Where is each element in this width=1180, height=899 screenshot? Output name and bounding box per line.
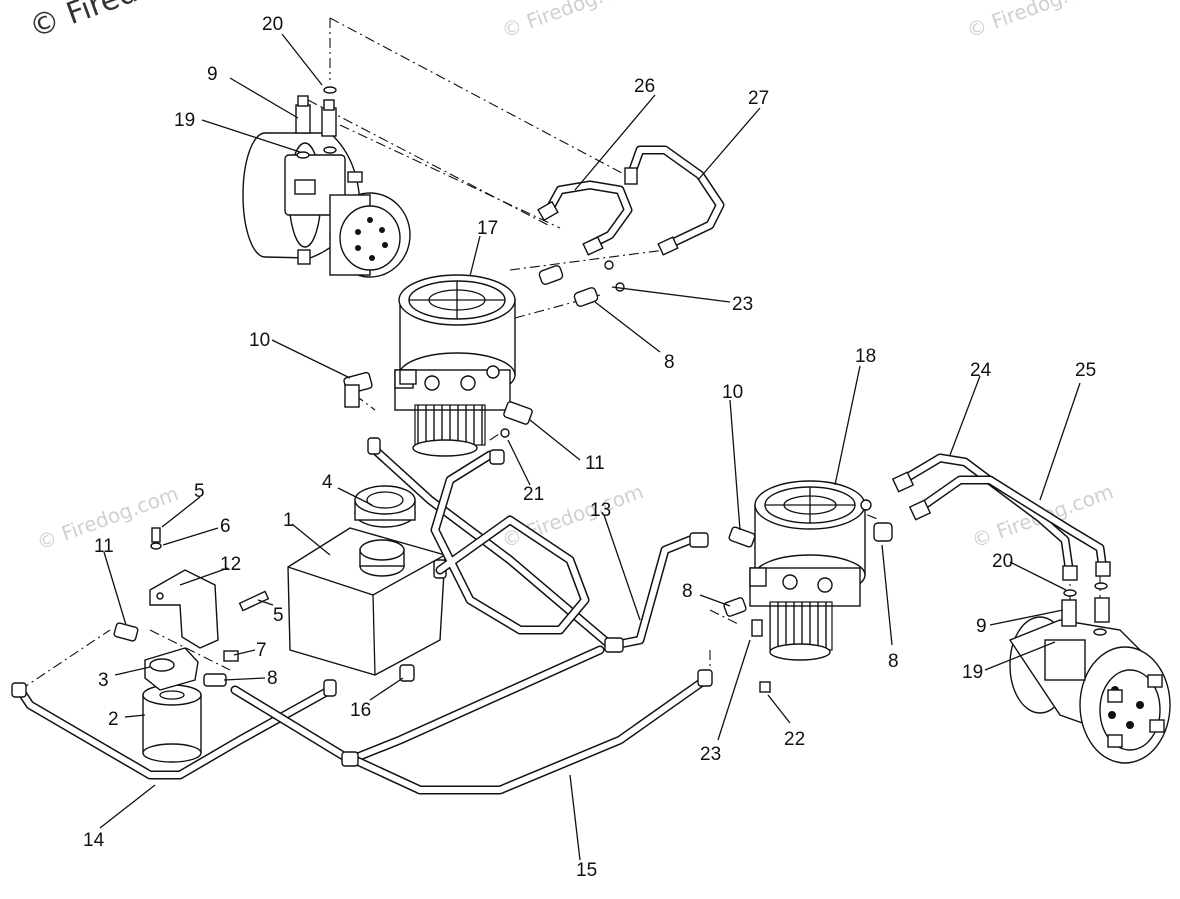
reservoir-tank — [287, 485, 447, 682]
callout-8-right: 8 — [888, 651, 899, 672]
callout-14: 14 — [83, 830, 105, 851]
watermark-top-right: © Firedog.com — [964, 0, 1112, 43]
callout-6: 6 — [220, 516, 231, 537]
callout-23-top: 23 — [732, 294, 753, 315]
callout-24: 24 — [970, 360, 992, 381]
callout-9-right: 9 — [976, 616, 987, 637]
pump-fittings — [343, 369, 756, 548]
callout-8-top: 8 — [664, 352, 675, 373]
callout-11-right: 11 — [585, 453, 605, 474]
callout-22: 22 — [784, 729, 805, 750]
callout-7: 7 — [256, 640, 267, 661]
watermark-top: © Firedog.com — [499, 0, 647, 43]
callout-10-left: 10 — [249, 330, 270, 351]
callout-2: 2 — [108, 709, 119, 730]
callout-9-top: 9 — [207, 64, 218, 85]
pump-17 — [394, 274, 516, 457]
callout-12: 12 — [220, 554, 241, 575]
fittings-right — [1061, 582, 1110, 636]
tubes-top — [537, 145, 725, 307]
watermark-corner: © Fired — [25, 0, 142, 46]
callout-13: 13 — [590, 500, 611, 521]
callout-1: 1 — [283, 510, 294, 531]
watermark-center: © Firedog.com — [499, 479, 647, 552]
pump-18 — [749, 480, 866, 661]
callout-16: 16 — [350, 700, 371, 721]
watermarks: © Fired © Firedog.com © Firedog.com © Fi… — [25, 0, 1117, 555]
callout-17: 17 — [477, 218, 498, 239]
hoses-lower — [11, 437, 771, 795]
callout-15: 15 — [576, 860, 597, 881]
callout-20-top: 20 — [262, 14, 283, 35]
callout-25: 25 — [1075, 360, 1096, 381]
callout-26: 26 — [634, 76, 655, 97]
callout-18: 18 — [855, 346, 876, 367]
callout-8-left: 8 — [267, 668, 278, 689]
callout-10-right: 10 — [722, 382, 743, 403]
callout-27: 27 — [748, 88, 769, 109]
callout-3: 3 — [98, 670, 109, 691]
callout-21: 21 — [523, 484, 544, 505]
callout-8-center: 8 — [682, 581, 693, 602]
hydraulic-motor-left — [242, 132, 411, 278]
callout-5-top: 5 — [194, 481, 205, 502]
tubes-right — [860, 453, 1111, 581]
filter-assembly — [113, 527, 270, 763]
fittings-top-left — [295, 86, 337, 159]
callout-19-right: 19 — [962, 662, 983, 683]
leader-lines — [99, 33, 1081, 861]
hydraulic-motor-right — [1008, 616, 1171, 764]
callout-20-right: 20 — [992, 551, 1013, 572]
callout-11-left: 11 — [94, 536, 114, 557]
callout-numbers: 20 9 19 26 27 17 23 8 10 11 21 13 10 18 … — [83, 14, 1096, 881]
callout-23-bottom: 23 — [700, 744, 721, 765]
callout-4: 4 — [322, 472, 333, 493]
callout-19-top: 19 — [174, 110, 195, 131]
callout-5-bottom: 5 — [273, 605, 284, 626]
